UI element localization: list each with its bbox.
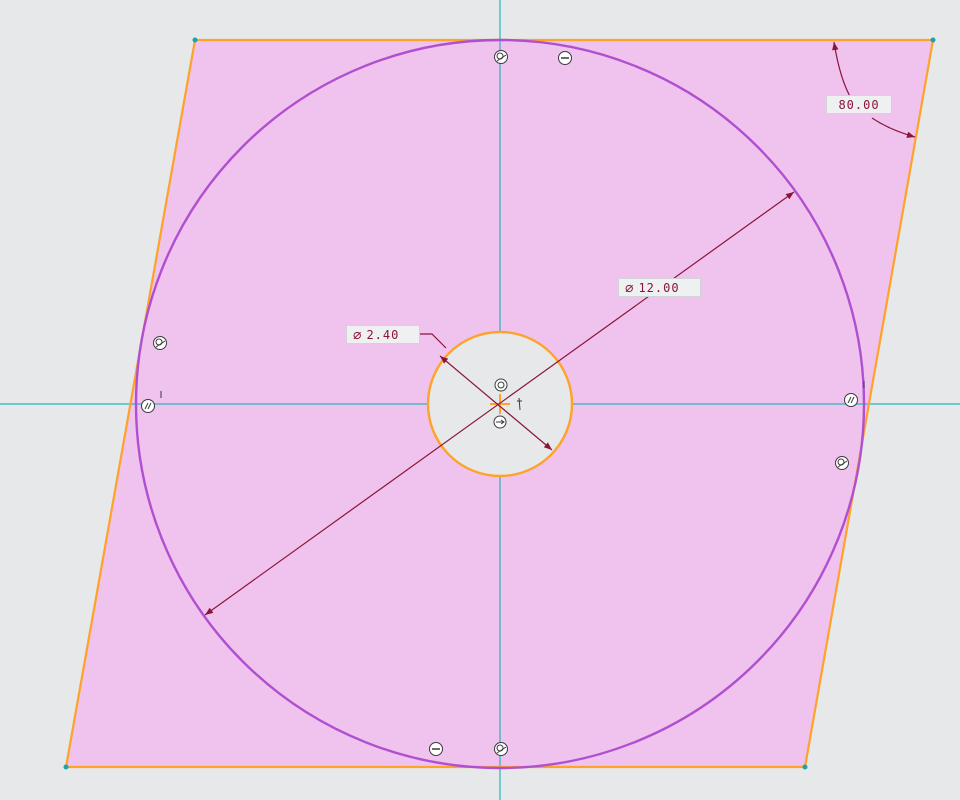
tangent-icon[interactable] xyxy=(153,336,167,350)
horizontal-icon[interactable] xyxy=(558,51,572,65)
diameter-symbol-icon: ⌀ xyxy=(353,327,363,343)
coincident-icon[interactable] xyxy=(494,378,508,392)
vertex-top-left[interactable] xyxy=(192,37,198,43)
tangent-icon[interactable] xyxy=(494,742,508,756)
vertex-bottom-left[interactable] xyxy=(63,764,69,770)
parallelogram-outline[interactable] xyxy=(64,38,935,769)
angle-dimension-text: 80.00 xyxy=(838,98,880,112)
vertex-top-right[interactable] xyxy=(930,37,936,43)
outer-diameter-dimension-value[interactable]: ⌀12.00 xyxy=(618,278,701,297)
tangent-icon[interactable] xyxy=(494,50,508,64)
vertex-bottom-right[interactable] xyxy=(802,764,808,770)
diameter-symbol-icon: ⌀ xyxy=(625,280,635,296)
inner-diameter-dimension-value[interactable]: ⌀2.40 xyxy=(346,325,420,344)
outer-circle[interactable] xyxy=(134,38,866,770)
constraint-icons xyxy=(141,50,858,756)
tangent-icon[interactable] xyxy=(835,456,849,470)
angle-dimension-value[interactable]: 80.00 xyxy=(826,95,892,114)
inner-diameter-dimension-line[interactable] xyxy=(439,355,553,451)
left-edge[interactable] xyxy=(64,39,197,768)
symmetric-icon[interactable] xyxy=(493,415,507,429)
parallel-icon[interactable] xyxy=(141,399,155,413)
outer-diameter-text: 12.00 xyxy=(638,281,680,295)
inner-diameter-text: 2.40 xyxy=(366,328,400,342)
horizontal-icon[interactable] xyxy=(429,742,443,756)
inner-diameter-leader[interactable] xyxy=(420,333,447,349)
right-edge[interactable] xyxy=(803,39,935,768)
parallel-icon[interactable] xyxy=(844,393,858,407)
vertices xyxy=(63,37,936,770)
vertical-icon[interactable] xyxy=(517,397,522,411)
